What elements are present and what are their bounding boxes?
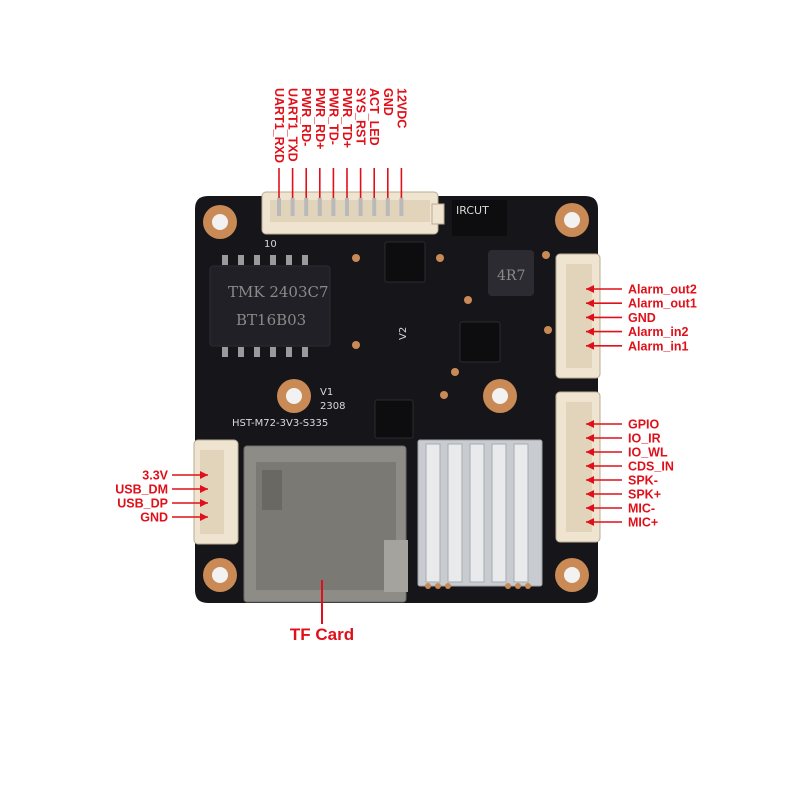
silk-version: V1 <box>320 387 333 398</box>
top-pin-3 <box>304 198 309 216</box>
top-pin-9 <box>385 198 390 216</box>
right-upper-pins: Alarm_out2Alarm_out1GNDAlarm_in2Alarm_in… <box>586 283 697 353</box>
right-lower-pin-label-1: GPIO <box>628 418 660 432</box>
right-upper-pin-label-2: Alarm_out1 <box>628 297 697 311</box>
right-lower-pin-label-6: SPK+ <box>628 488 661 502</box>
right-lower-pin-arrow-8 <box>586 518 594 526</box>
silk-date: 2308 <box>320 401 345 412</box>
right-lower-pin-arrow-5 <box>586 476 594 484</box>
top-pin-1 <box>277 198 281 216</box>
inductor <box>488 250 534 296</box>
top-pin-5 <box>331 198 336 216</box>
left-usb-pin-label-2: USB_DM <box>115 483 168 497</box>
top-pin-label-8: ACT_LED <box>367 88 381 146</box>
tf-card-slot <box>243 445 408 603</box>
left-usb-pin-label-4: GND <box>140 511 168 525</box>
top-pin-label-6: PWR_TD+ <box>340 88 354 148</box>
top-pin-10 <box>399 198 404 216</box>
right-lower-pin-arrow-3 <box>586 448 594 456</box>
top-connector <box>261 191 445 235</box>
inductor-code: 4R7 <box>497 268 525 284</box>
transformer-text-2: BT16B03 <box>236 311 306 329</box>
right-upper-pin-label-5: Alarm_in1 <box>628 339 688 353</box>
top-pin-label-7: SYS_RST <box>354 88 368 145</box>
right-upper-pin-arrow-5 <box>586 341 594 350</box>
top-pin-label-2: UART1_TXD <box>286 88 300 162</box>
right-lower-pin-arrow-6 <box>586 490 594 498</box>
ic-small <box>459 321 501 363</box>
right-lower-pin-label-5: SPK- <box>628 474 658 488</box>
heatsink <box>417 439 543 589</box>
silk-v2: V2 <box>398 327 409 340</box>
top-pin-7 <box>358 198 363 216</box>
left-usb-pin-arrow-4 <box>200 513 208 521</box>
top-pin-label-9: GND <box>381 88 395 116</box>
tf-card-label: TF Card <box>290 625 354 644</box>
top-pin-label-3: PWR_RD- <box>299 88 313 146</box>
right-lower-pin-label-3: IO_WL <box>628 446 668 460</box>
right-lower-pin-arrow-4 <box>586 462 594 470</box>
ic-power <box>384 241 426 283</box>
top-pin-8 <box>372 198 377 216</box>
left-usb-pin-arrow-2 <box>200 485 208 493</box>
top-pin-label-10: 12VDC <box>394 88 408 128</box>
left-usb-pin-arrow-3 <box>200 499 208 507</box>
top-header-pin-number: 10 <box>264 239 277 250</box>
right-lower-pin-label-7: MIC- <box>628 502 655 516</box>
left-usb-pin-label-1: 3.3V <box>142 469 168 483</box>
top-pin-2 <box>290 198 295 216</box>
right-upper-pin-arrow-1 <box>586 285 594 293</box>
right-upper-pin-label-4: Alarm_in2 <box>628 325 688 339</box>
ircut-silk: IRCUT <box>456 204 489 217</box>
top-pin-label-4: PWR_RD+ <box>313 88 327 149</box>
left-usb-pin-arrow-1 <box>200 471 208 479</box>
right-lower-pin-label-2: IO_IR <box>628 432 661 446</box>
right-lower-pin-arrow-1 <box>586 420 594 428</box>
ethernet-transformer <box>209 265 331 347</box>
right-lower-pin-arrow-7 <box>586 504 594 512</box>
silk-model: HST-M72-3V3-S335 <box>232 418 328 429</box>
right-lower-pin-arrow-2 <box>586 434 594 442</box>
transformer-text-1: TMK 2403C7 <box>228 283 329 301</box>
left-usb-pin-label-3: USB_DP <box>117 497 168 511</box>
right-lower-pin-label-4: CDS_IN <box>628 460 674 474</box>
top-pin-label-1: UART1_RXD <box>272 88 286 163</box>
top-pin-4 <box>317 198 322 216</box>
top-pin-6 <box>345 198 349 216</box>
right-upper-pin-arrow-3 <box>586 313 594 322</box>
right-upper-pin-arrow-4 <box>586 327 594 336</box>
top-pin-label-5: PWR_TD- <box>326 88 340 145</box>
right-upper-pin-label-3: GND <box>628 311 656 325</box>
right-upper-pin-label-1: Alarm_out2 <box>628 283 697 297</box>
right-lower-pin-label-8: MIC+ <box>628 516 658 530</box>
ic-main <box>374 399 414 439</box>
right-upper-pin-arrow-2 <box>586 299 594 308</box>
